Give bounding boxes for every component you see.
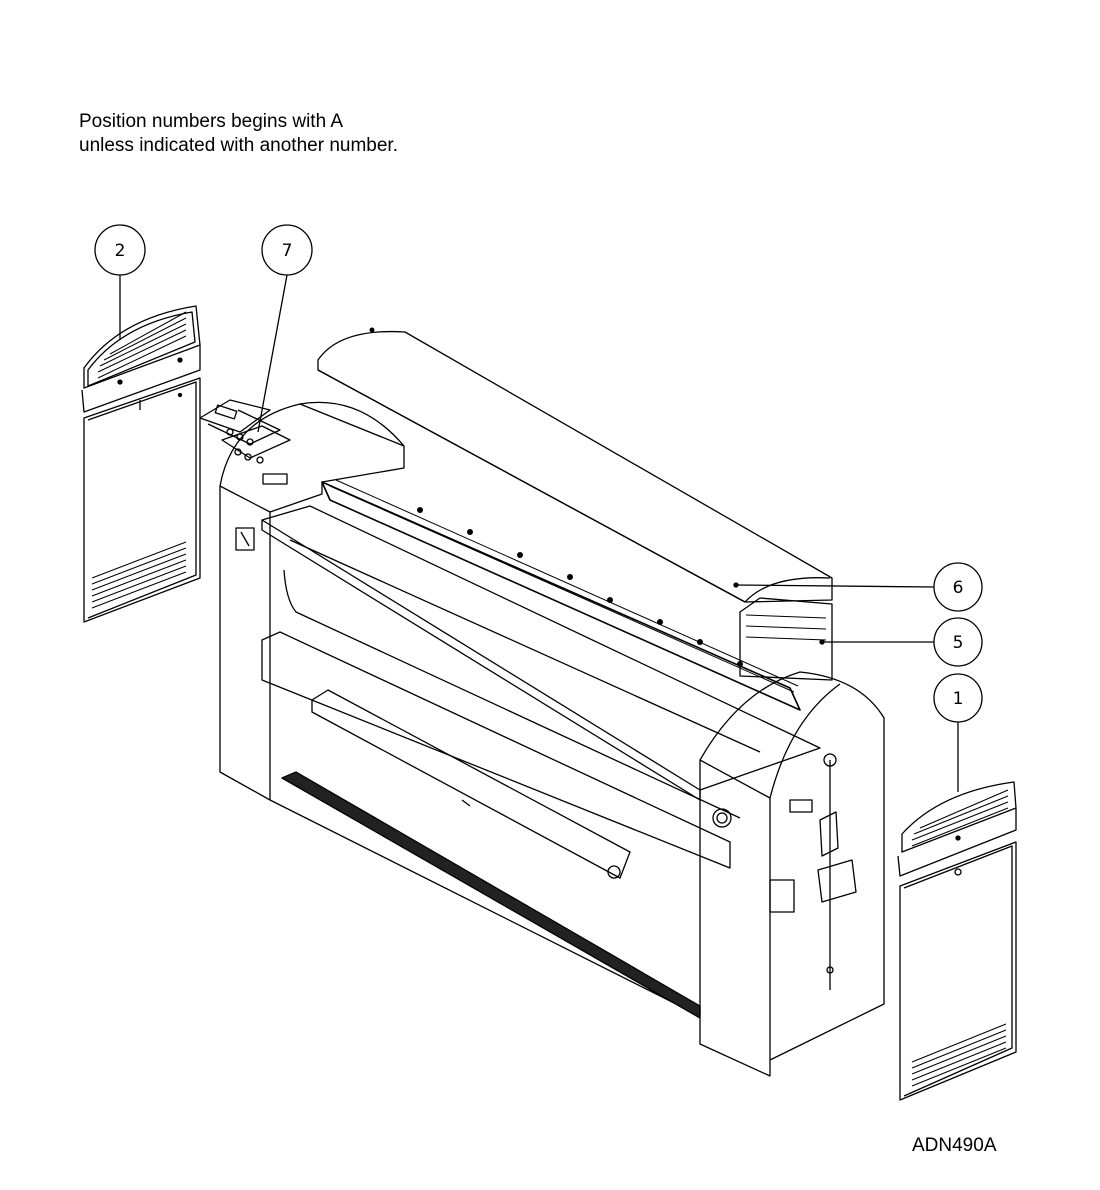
callout-5: 5: [819, 617, 983, 667]
ironer-body: [219, 401, 885, 1077]
top-cover: [317, 327, 833, 603]
callout-1: 1: [933, 673, 983, 792]
callout-1-label: 1: [953, 689, 964, 709]
callout-7-label: 7: [282, 241, 293, 261]
drawing-id: ADN490A: [912, 1135, 997, 1156]
control-panel: [199, 399, 291, 464]
callout-2: 2: [94, 224, 146, 340]
rear-cover: [739, 597, 833, 681]
callout-2-label: 2: [115, 241, 126, 261]
callout-6: 6: [733, 562, 983, 612]
callout-7: 7: [257, 224, 313, 433]
callout-6-label: 6: [953, 578, 964, 598]
vent-slots-upper-left: [97, 311, 187, 379]
roller-segments: [329, 479, 799, 693]
callout-5-label: 5: [953, 633, 964, 653]
vent-slots-lower-right: [911, 1023, 1007, 1087]
vent-slots-upper-right: [911, 789, 1009, 847]
rear-cover-vents: [745, 614, 827, 641]
position-note-line-2: unless indicated with another number.: [79, 135, 398, 156]
side-panel-left: [81, 305, 201, 623]
side-panel-right: [897, 781, 1017, 1101]
vent-slots-lower-left: [91, 541, 187, 609]
position-note: Position numbers begins with A unless in…: [79, 110, 398, 158]
roller-clips: [417, 507, 743, 667]
position-note-line-1: Position numbers begins with A: [79, 111, 344, 132]
